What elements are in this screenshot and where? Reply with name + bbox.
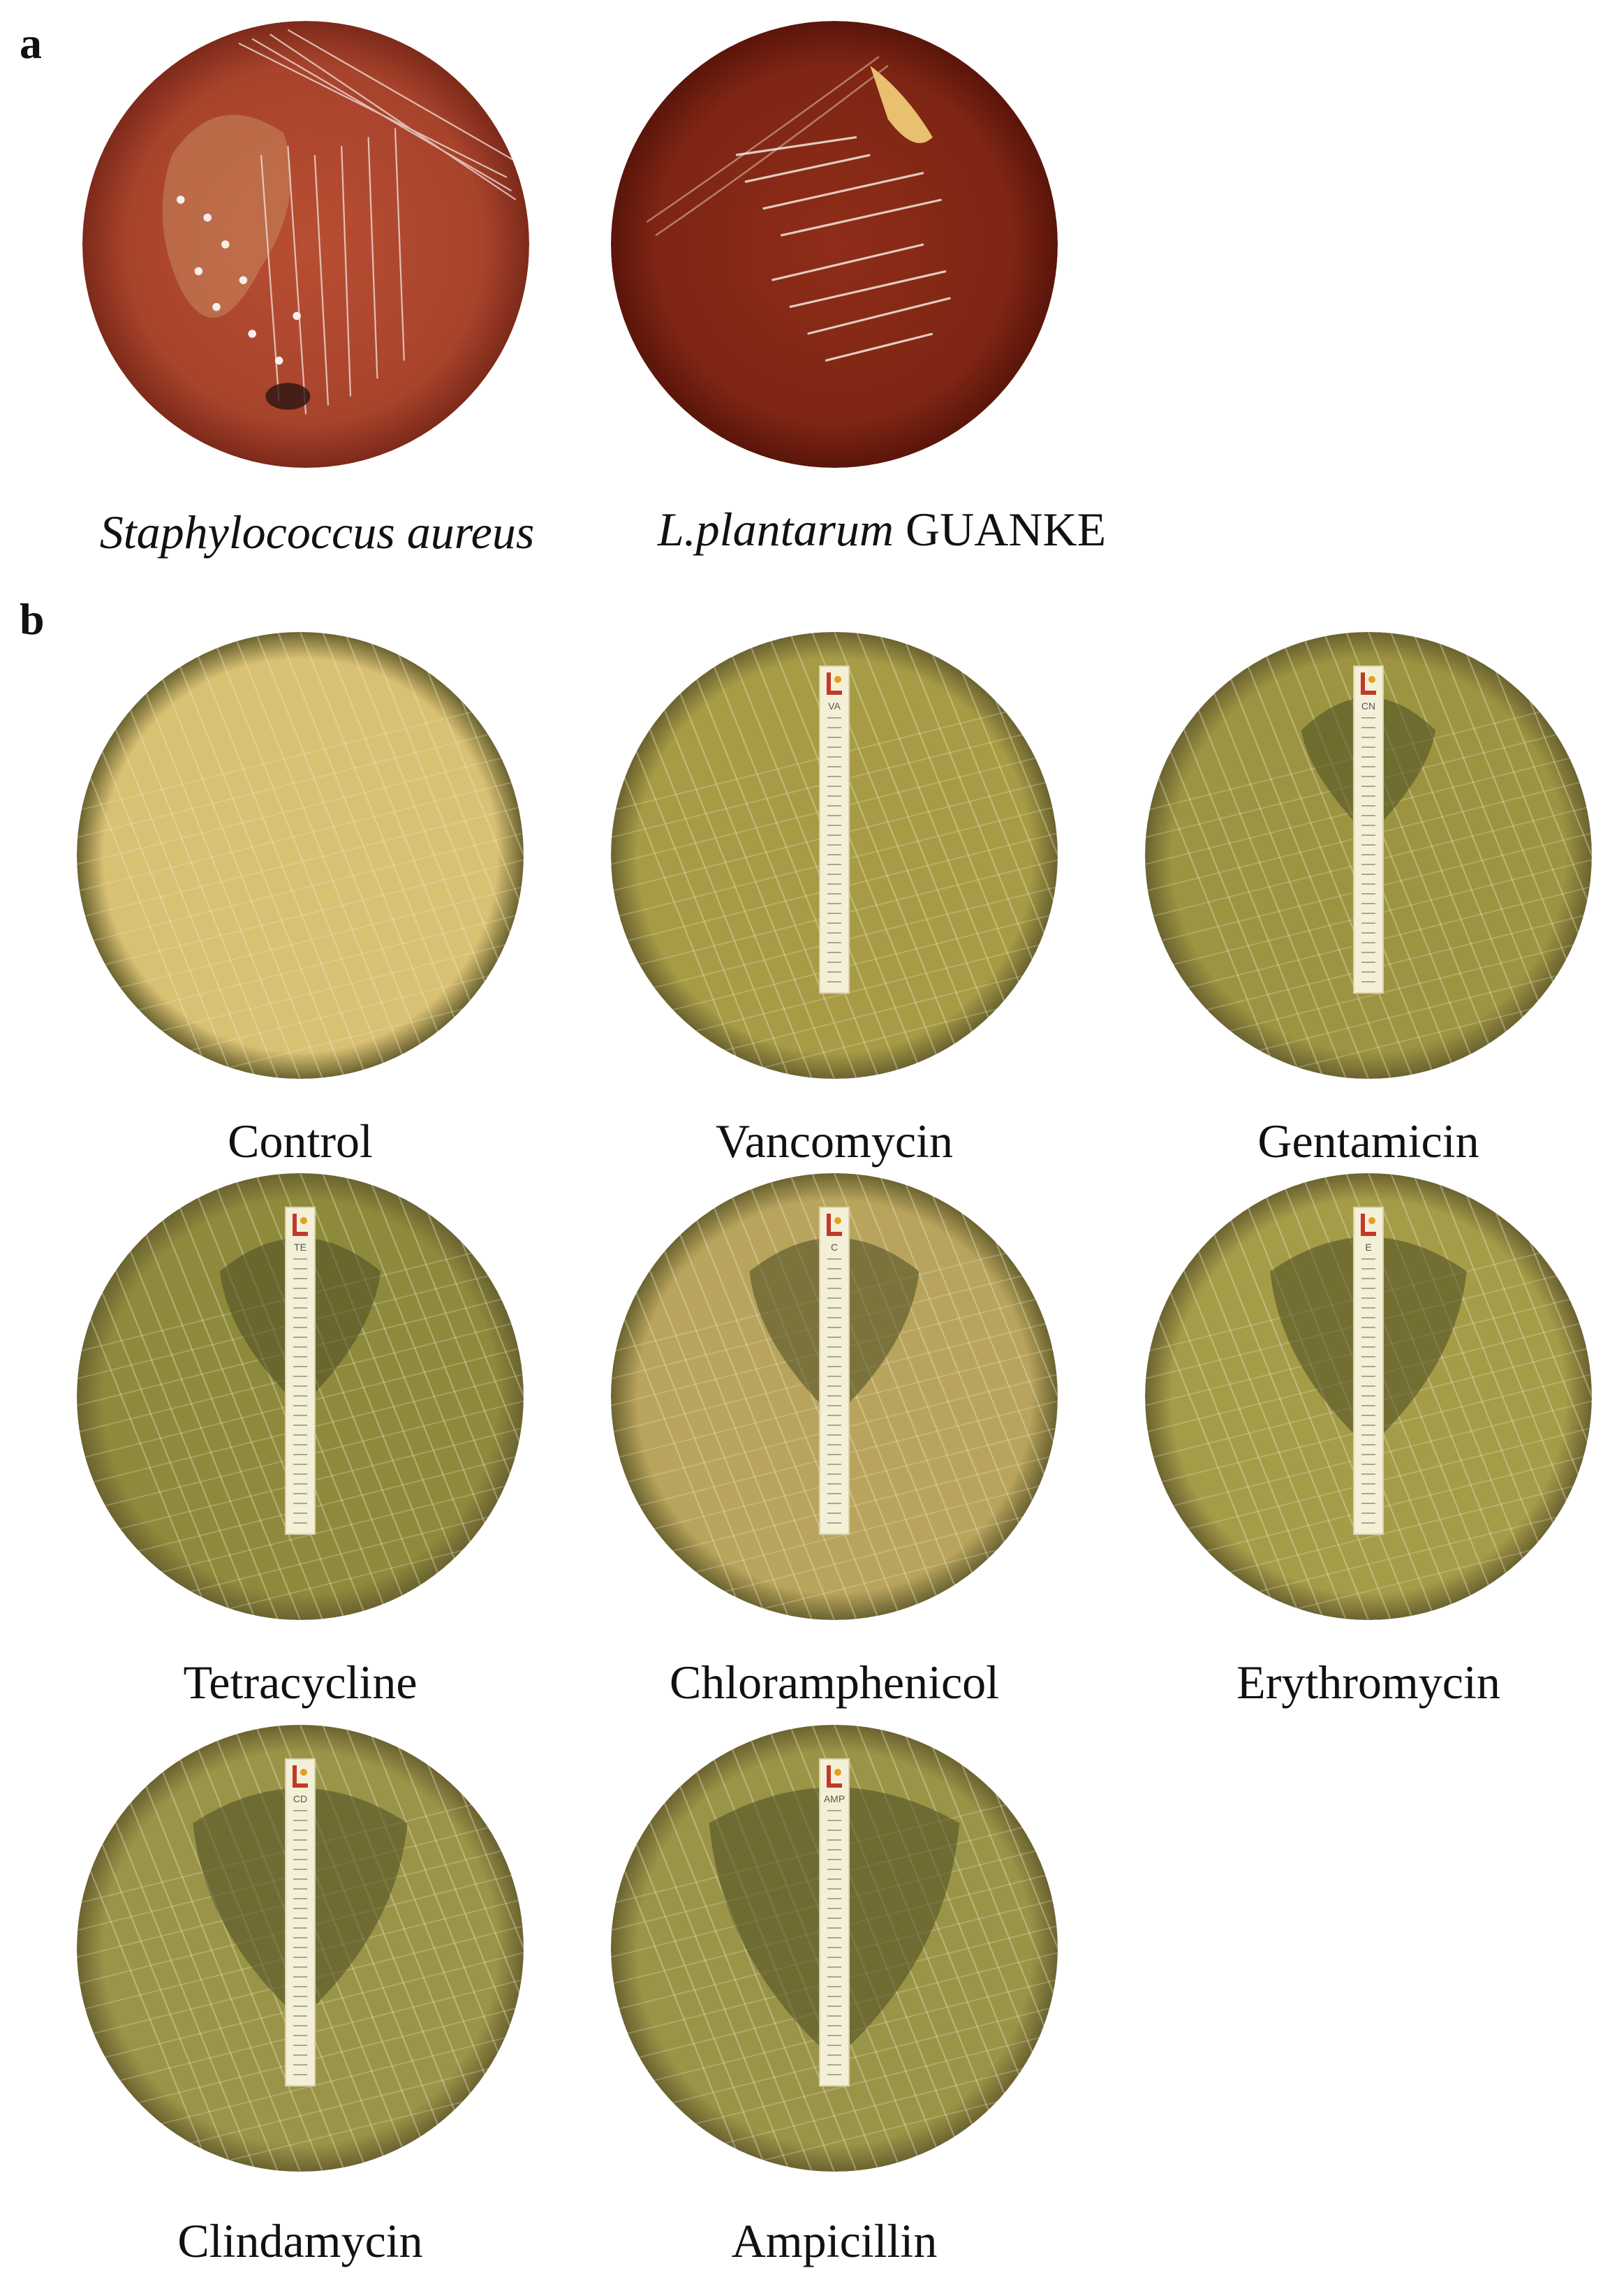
manufacturer-logo-icon [293, 1765, 308, 1788]
panel-label-b: b [20, 594, 45, 644]
manufacturer-logo-icon [827, 1765, 842, 1788]
manufacturer-logo-icon [1361, 672, 1376, 695]
caption-vancomycin: Vancomycin [716, 1114, 953, 1168]
strip-scale [293, 1810, 307, 2078]
strip-scale [1361, 1258, 1375, 1526]
strip-abbreviation: E [1365, 1242, 1372, 1253]
caption-l-plantarum: L.plantarum GUANKE [657, 503, 1107, 556]
plate-staphylococcus-aureus [82, 21, 529, 468]
plate-control [77, 632, 524, 1079]
strip-scale [827, 1258, 841, 1526]
caption-erythromycin: Erythromycin [1236, 1656, 1500, 1709]
strip-abbreviation: C [830, 1242, 839, 1253]
caption-chloramphenicol: Chloramphenicol [669, 1656, 1000, 1709]
manufacturer-logo-icon [827, 672, 842, 695]
etest-strip-chloramphenicol: C [819, 1207, 850, 1535]
panel-label-a: a [20, 18, 42, 68]
strip-abbreviation: VA [828, 700, 841, 712]
manufacturer-logo-icon [1361, 1214, 1376, 1236]
etest-strip-ampicillin: AMP [819, 1758, 850, 2087]
strip-abbreviation: AMP [823, 1793, 845, 1804]
etest-strip-clindamycin: CD [285, 1758, 316, 2087]
etest-strip-gentamicin: CN [1353, 665, 1384, 994]
caption-clindamycin: Clindamycin [177, 2214, 423, 2267]
strip-scale [827, 717, 841, 985]
manufacturer-logo-icon [293, 1214, 308, 1236]
strip-abbreviation: CD [293, 1793, 308, 1804]
etest-strip-vancomycin: VA [819, 665, 850, 994]
caption-gentamicin: Gentamicin [1257, 1114, 1479, 1168]
strip-abbreviation: TE [294, 1242, 307, 1253]
strip-scale [293, 1258, 307, 1526]
strip-abbreviation: CN [1361, 700, 1376, 712]
plate-l-plantarum [611, 21, 1058, 468]
caption-staphylococcus-aureus: Staphylococcus aureus [99, 506, 535, 559]
strip-scale [827, 1810, 841, 2078]
manufacturer-logo-icon [827, 1214, 842, 1236]
caption-tetracycline: Tetracycline [183, 1656, 418, 1709]
etest-strip-tetracycline: TE [285, 1207, 316, 1535]
strip-scale [1361, 717, 1375, 985]
etest-strip-erythromycin: E [1353, 1207, 1384, 1535]
caption-ampicillin: Ampicillin [731, 2214, 938, 2267]
caption-control: Control [228, 1114, 373, 1168]
